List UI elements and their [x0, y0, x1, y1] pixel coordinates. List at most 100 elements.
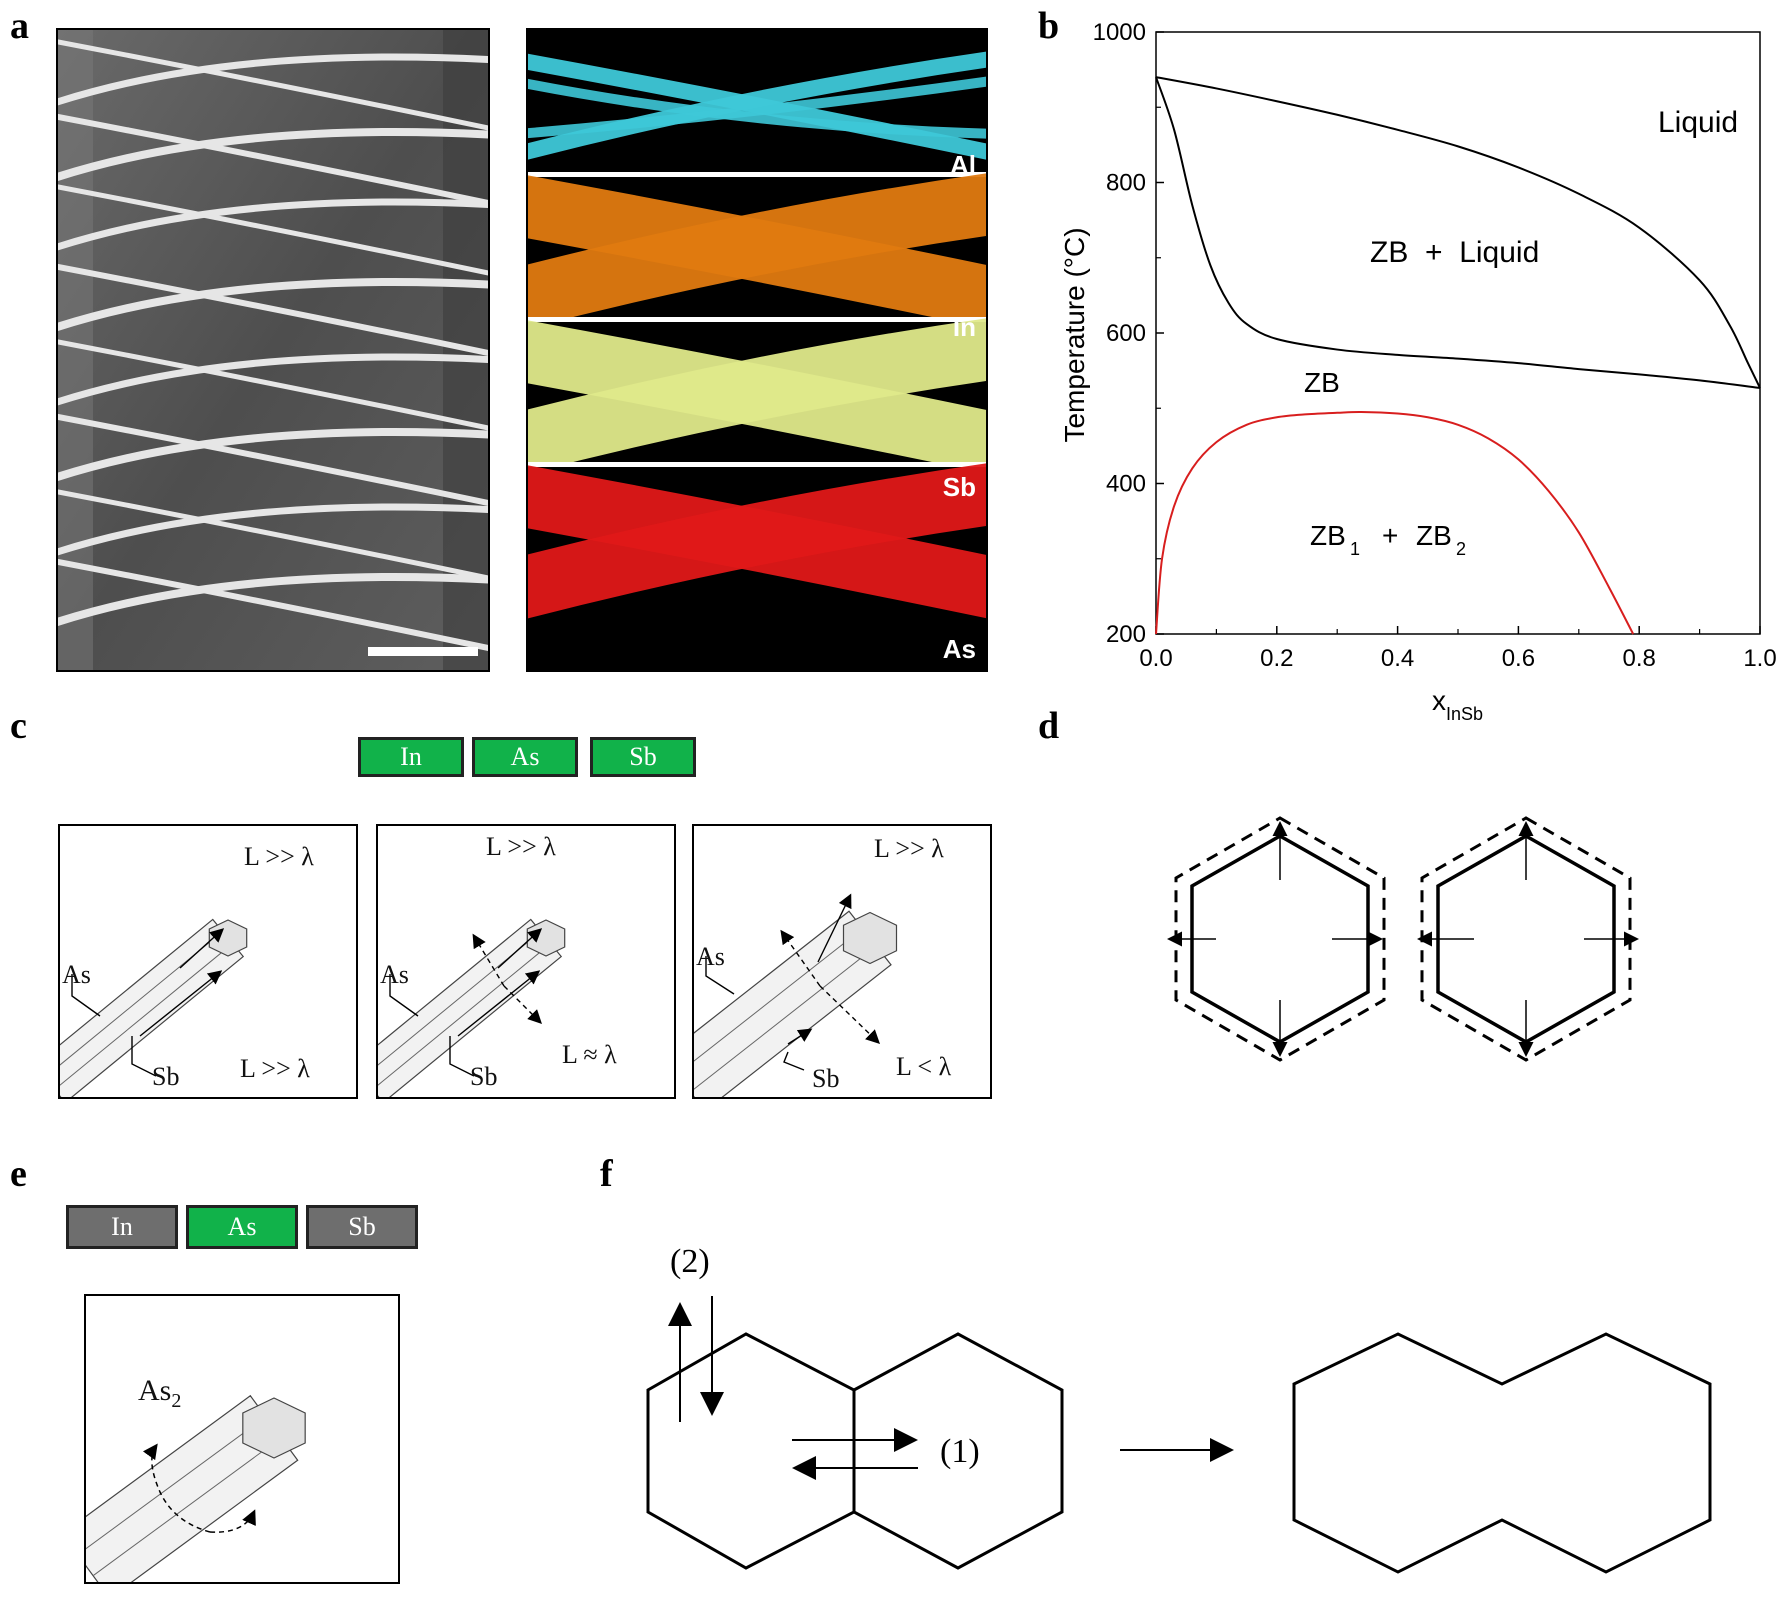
scenario-1-as-label: As	[62, 960, 91, 989]
nanowire	[58, 184, 488, 276]
nanowire	[58, 198, 488, 251]
scenario-3-top-label: L >> λ	[874, 834, 944, 863]
eds-map-0	[515, 32, 1000, 177]
hexagon-right	[1417, 816, 1639, 1062]
step-1-label: (1)	[940, 1433, 980, 1470]
x-axis-label-main: x	[1432, 685, 1446, 716]
panel-letter-a: a	[10, 5, 29, 47]
precursor-e-as-label: As	[227, 1212, 257, 1241]
nanowire-sketch-3	[694, 893, 898, 1097]
eds-map-2	[510, 317, 1005, 475]
x-tick-label: 1.0	[1743, 645, 1776, 672]
label-leader	[71, 974, 101, 1017]
diffusion-arrow-icon	[209, 1509, 256, 1533]
x-tick-label: 0.2	[1260, 645, 1293, 672]
precursor-e-sb-box: Sb	[306, 1205, 418, 1249]
map-label-in: In	[952, 312, 976, 342]
panel-letter-d: d	[1038, 705, 1060, 747]
scale-bar	[368, 647, 478, 656]
nanowire	[58, 278, 488, 331]
phase-curve-2	[1155, 410, 1635, 635]
precursor-e-in-label: In	[111, 1212, 133, 1241]
surface-diffusion-sketch: As2	[84, 1294, 400, 1584]
label-leader	[705, 956, 735, 995]
scenario-2-bottom-label: L ≈ λ	[562, 1040, 617, 1069]
hexagon-expansion-diagram	[1167, 816, 1639, 1062]
scenario-3-as-label: As	[696, 942, 725, 971]
nanowire	[58, 128, 488, 181]
map-label-al: Al	[950, 150, 976, 180]
phase-curve-0	[1155, 76, 1761, 389]
scenario-1-bottom-label: L >> λ	[240, 1054, 310, 1083]
eds-map-1	[510, 172, 1005, 330]
scenario-3-sb-label: Sb	[812, 1064, 840, 1093]
flux-arrow-icon	[179, 928, 225, 969]
sem-image	[56, 28, 490, 672]
nanowire	[58, 428, 488, 481]
flux-arrow-icon	[472, 933, 505, 987]
panel-letter-e: e	[10, 1153, 27, 1195]
region-zb2: ZB	[1416, 520, 1452, 551]
scenario-1: L >> λ L >> λ As Sb	[58, 824, 358, 1099]
map-label-as: As	[942, 634, 976, 664]
y-tick-label: 400	[1106, 471, 1146, 498]
phase-curve-1	[1155, 76, 1761, 389]
nanowire	[58, 113, 488, 206]
precursor-in-label: In	[400, 742, 422, 771]
nanowire-sketch-e	[86, 1394, 306, 1582]
scenario-1-top-label: L >> λ	[244, 842, 314, 871]
merged-hexagon	[1292, 1332, 1712, 1574]
step-2-label: (2)	[670, 1243, 710, 1280]
eds-maps: Al In Sb As	[510, 28, 1005, 672]
y-tick-label: 800	[1106, 170, 1146, 197]
species-as2-label: As2	[138, 1374, 181, 1413]
x-axis-label: x InSb	[1432, 685, 1483, 724]
precursor-as-label: As	[510, 742, 540, 771]
two-hexagons	[646, 1332, 1064, 1570]
flux-arrow-icon	[817, 893, 852, 963]
nanowire	[58, 39, 488, 131]
region-plus: +	[1382, 520, 1398, 551]
flux-arrow-icon	[780, 929, 821, 987]
panel-letter-f: f	[600, 1153, 613, 1195]
nanowire	[58, 413, 488, 506]
x-tick-label: 0.8	[1623, 645, 1656, 672]
panel-letter-c: c	[10, 705, 27, 747]
scenario-2-as-label: As	[380, 960, 409, 989]
panel-letter-b: b	[1038, 5, 1060, 47]
nanowire	[58, 263, 488, 356]
precursor-sb-box: Sb	[590, 737, 696, 777]
region-zb2-sub: 2	[1456, 539, 1466, 559]
sem-nanowire-network	[58, 30, 488, 670]
nanowire	[58, 503, 488, 556]
scenario-1-sb-label: Sb	[152, 1062, 180, 1091]
nanowire	[58, 353, 488, 406]
label-leader	[449, 1036, 475, 1077]
nanowire	[58, 53, 488, 106]
precursor-e-in-box: In	[66, 1205, 178, 1249]
x-tick-label: 0.6	[1502, 645, 1535, 672]
flux-arrow-icon	[497, 928, 543, 969]
scenario-3: L >> λ L < λ As Sb	[692, 824, 992, 1099]
precursor-e-sb-label: Sb	[348, 1212, 376, 1241]
region-zb1: ZB	[1310, 520, 1346, 551]
x-tick-label: 0.4	[1381, 645, 1414, 672]
region-liquid: Liquid	[1658, 106, 1738, 139]
flux-arrow-icon	[457, 970, 541, 1037]
hexagon-left	[1167, 816, 1386, 1062]
species-as2-sub: 2	[171, 1390, 182, 1412]
nanowire-sketch-2	[378, 918, 566, 1097]
flux-arrow-icon	[139, 970, 223, 1037]
flux-arrow-icon	[819, 985, 881, 1044]
nanowire	[58, 573, 488, 626]
label-leader	[131, 1036, 157, 1077]
plot-frame	[1155, 31, 1761, 635]
precursor-as-box: As	[472, 737, 578, 777]
nanowire-body	[694, 910, 898, 1097]
scenario-2-sb-label: Sb	[470, 1062, 498, 1091]
map-label-sb: Sb	[942, 472, 976, 502]
region-zb-liquid: ZB + Liquid	[1370, 236, 1539, 269]
nanowire-body	[86, 1394, 306, 1582]
y-tick-label: 1000	[1093, 19, 1146, 46]
